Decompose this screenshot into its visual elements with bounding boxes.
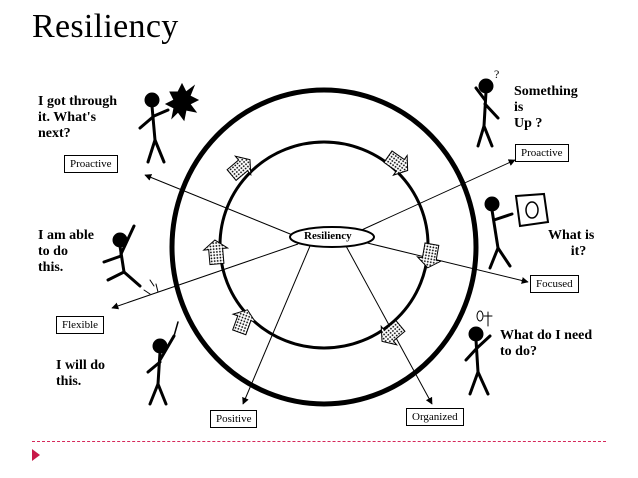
quote-top-left: I got through it. What's next? — [38, 94, 118, 141]
center-pill — [289, 226, 375, 248]
figure-low-left-icon — [146, 321, 179, 406]
quote-mid-right: What is it? — [548, 228, 595, 259]
spoke-proactive-right — [354, 159, 516, 234]
quote-top-right: Something is Up ? — [514, 84, 578, 131]
quote-low-right: What do I need to do? — [500, 328, 593, 359]
figure-low-right-icon — [464, 310, 493, 396]
quote-low-left: I will do this. — [56, 358, 106, 389]
figure-mid-left-icon — [102, 224, 159, 295]
svg-text:?: ? — [494, 67, 499, 81]
spoke-organized — [345, 245, 433, 405]
label-organized: Organized — [406, 408, 464, 426]
ring-marker-5 — [416, 242, 443, 269]
label-proactive-right: Proactive — [515, 144, 569, 162]
label-proactive-left: Proactive — [64, 155, 118, 173]
figure-mid-right-icon — [484, 192, 550, 270]
ring-marker-6 — [380, 319, 406, 346]
footer-bullet-icon — [32, 449, 40, 461]
label-focused: Focused — [530, 275, 579, 293]
quote-mid-left: I am able to do this. — [38, 228, 94, 275]
outer-ring — [169, 87, 479, 407]
figure-top-right-icon: ? — [474, 67, 500, 148]
spoke-proactive-left — [144, 174, 301, 239]
center-label: Resiliency — [304, 230, 352, 242]
ring-marker-4 — [383, 150, 409, 177]
spoke-flexible — [111, 243, 299, 310]
ring-marker-1 — [231, 309, 257, 336]
ring-marker-3 — [226, 155, 252, 182]
slide-title: Resiliency — [32, 8, 179, 45]
label-positive: Positive — [210, 410, 258, 428]
ring-marker-2 — [202, 239, 230, 266]
footer-divider — [32, 441, 606, 442]
label-flexible: Flexible — [56, 316, 105, 334]
spoke-positive — [242, 245, 311, 405]
figure-top-left-icon — [138, 82, 200, 164]
